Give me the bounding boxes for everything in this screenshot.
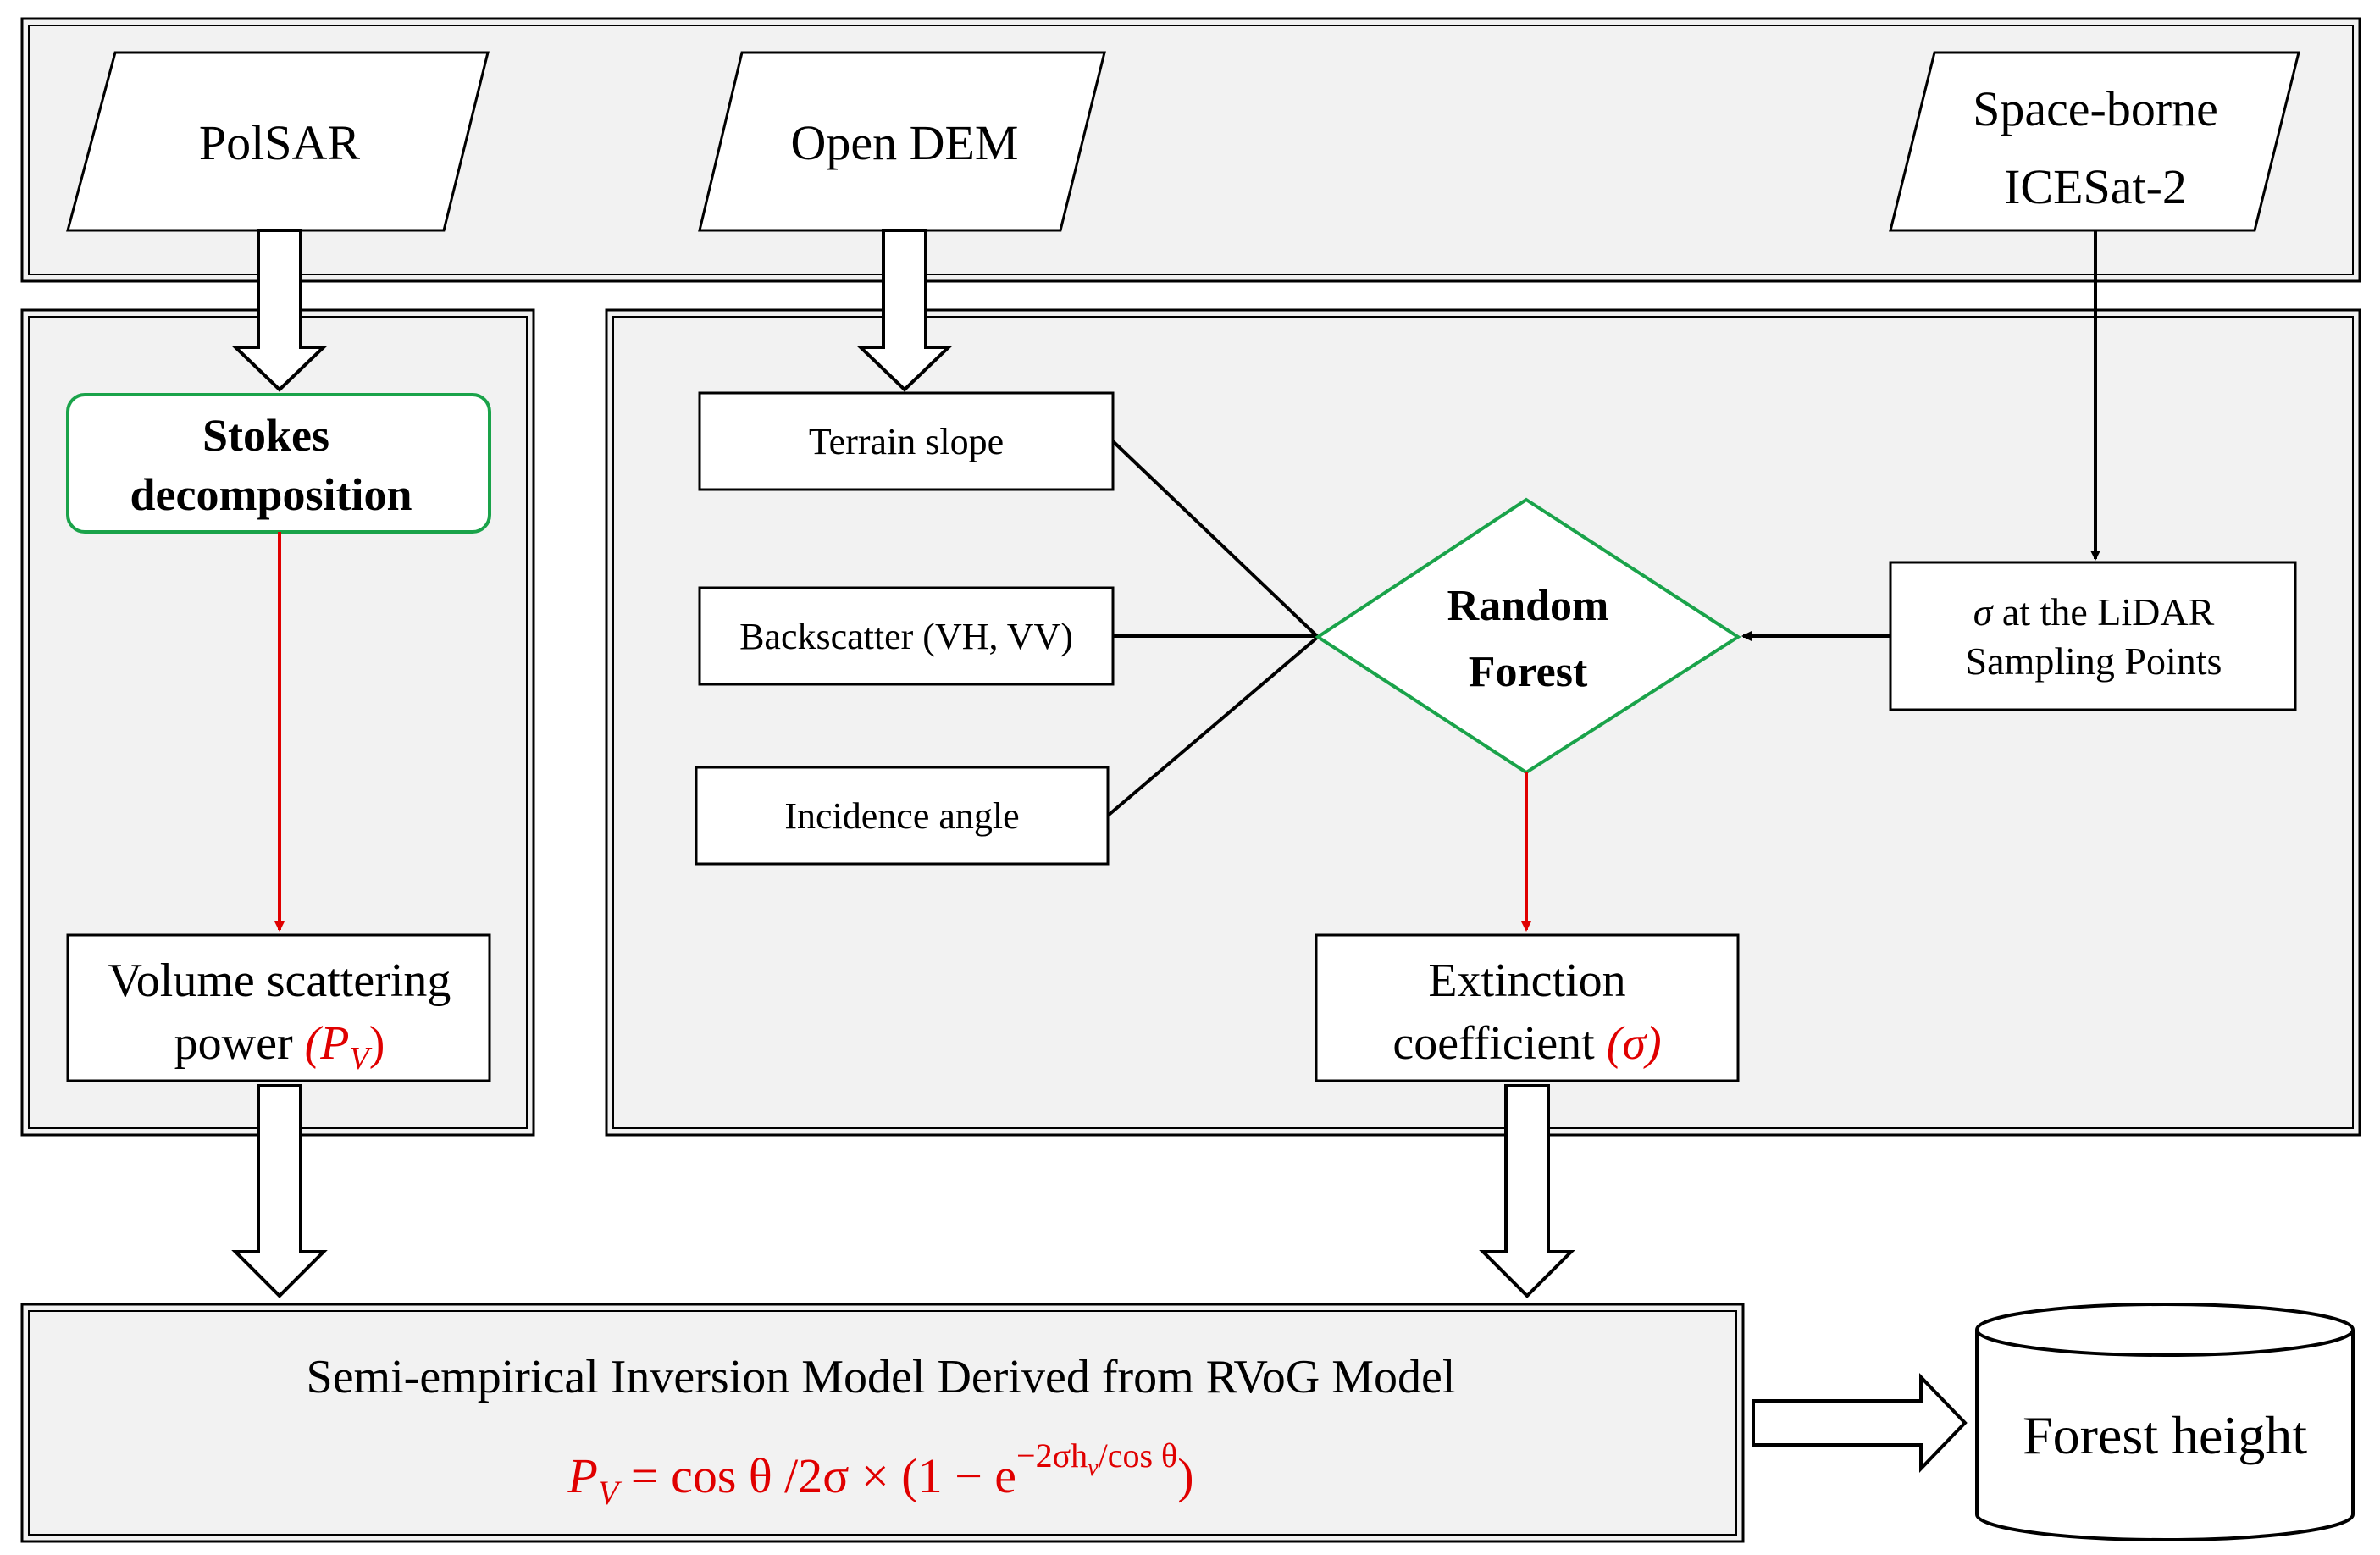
extinction-label-line1: Extinction [1428, 955, 1625, 1007]
block-arrow-polsar-to-stokes [231, 229, 328, 392]
vsp-label-line2: power (PV) [174, 1017, 385, 1076]
vsp-label-line1: Volume scattering [108, 955, 451, 1007]
stokes-label-line1: Stokes [202, 410, 329, 461]
panel-bottom [20, 1303, 1745, 1543]
block-arrow-dem-to-slope [856, 229, 953, 392]
block-arrow-ext-to-model [1479, 1084, 1575, 1298]
forest-height-label: Forest height [2023, 1405, 2307, 1465]
incidence-angle-box: Incidence angle [695, 766, 1110, 866]
backscatter-label: Backscatter (VH, VV) [739, 616, 1073, 657]
forest-height-cylinder: Forest height [1975, 1303, 2355, 1541]
block-arrow-vsp-to-model [231, 1084, 328, 1298]
lidar-sampling-box: σ at the LiDAR Sampling Points [1889, 561, 2297, 711]
backscatter-box: Backscatter (VH, VV) [698, 586, 1115, 686]
input-open-dem: Open DEM [698, 51, 1106, 232]
lidar-label-line1: σ at the LiDAR [1973, 590, 2215, 634]
icesat-label-line1: Space-borne [1973, 81, 2218, 136]
block-arrow-model-to-height [1752, 1373, 1968, 1473]
model-title: Semi-empirical Inversion Model Derived f… [307, 1351, 1456, 1403]
open-dem-label: Open DEM [790, 115, 1018, 170]
terrain-slope-label: Terrain slope [809, 421, 1004, 462]
stokes-label-line2: decomposition [130, 469, 412, 520]
polsar-label: PolSAR [199, 115, 361, 170]
volume-scattering-power-box: Volume scattering power (PV) [66, 933, 491, 1082]
random-forest-label-line1: Random [1447, 582, 1609, 630]
icesat-label-line2: ICESat-2 [2004, 159, 2187, 214]
lidar-label-line2: Sampling Points [1966, 639, 2222, 683]
incidence-angle-label: Incidence angle [784, 795, 1019, 837]
random-forest-label-line2: Forest [1469, 648, 1588, 696]
extinction-symbol: (σ) [1607, 1017, 1662, 1070]
extinction-coefficient-box: Extinction coefficient (σ) [1315, 933, 1740, 1082]
input-icesat2: Space-borne ICESat-2 [1889, 51, 2300, 232]
extinction-label-line2: coefficient (σ) [1392, 1017, 1661, 1070]
terrain-slope-box: Terrain slope [698, 391, 1115, 491]
random-forest-diamond: Random Forest [1315, 497, 1741, 775]
vsp-symbol: (P [305, 1017, 350, 1070]
inversion-formula: PV = cos θ /2σ × (1 − e−2σhv/cos θ) [567, 1436, 1193, 1512]
stokes-decomposition-box: Stokes decomposition [66, 393, 491, 534]
feature-connectors [1106, 440, 1320, 817]
input-polsar: PolSAR [66, 51, 490, 232]
